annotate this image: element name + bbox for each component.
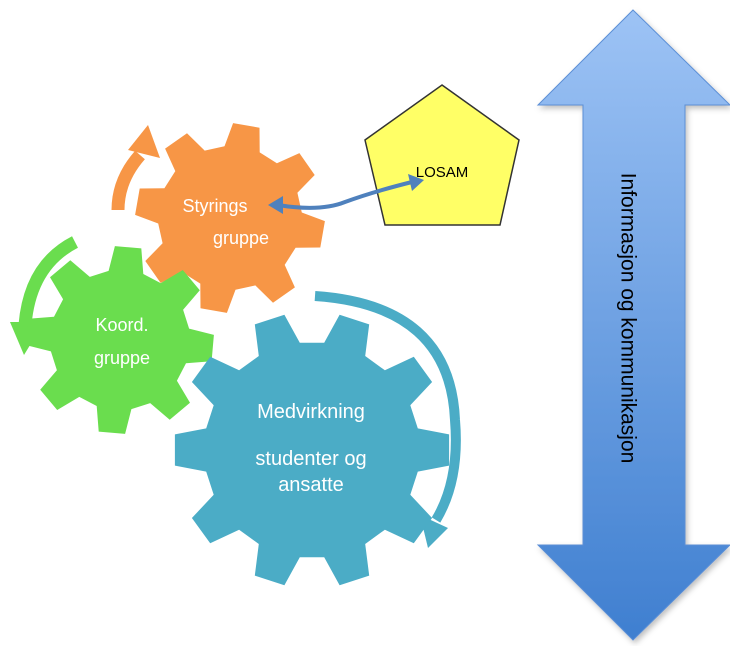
medvirkning-gear (174, 314, 450, 586)
information-double-arrow: Informasjon og kommunikasjon (536, 9, 730, 641)
teal-arc (314, 291, 461, 523)
losam-label: LOSAM (416, 164, 469, 181)
connector-left-arrowhead (268, 196, 283, 214)
styring-losam-connector (268, 174, 424, 214)
double-arrow-shape (536, 9, 730, 641)
connector-line (277, 180, 413, 210)
styrings-label-line2: gruppe (213, 228, 269, 248)
medvirkning-label-line2: studenter og (255, 448, 366, 470)
green-arc (18, 236, 79, 326)
styrings-gear-shape (135, 123, 325, 313)
orange-arc (111, 150, 145, 211)
koord-gear-shape (26, 246, 214, 434)
medvirkning-label-line3: ansatte (278, 474, 344, 496)
orange-cycle-arrow (111, 125, 160, 211)
orange-arrowhead (128, 125, 160, 158)
losam-node: LOSAM (364, 84, 520, 226)
styrings-label-line1: Styrings (182, 196, 247, 216)
medvirkning-label-line1: Medvirkning (257, 401, 365, 423)
medvirkning-gear-shape (174, 314, 450, 586)
koord-label-line2: gruppe (94, 348, 150, 368)
losam-pentagon (364, 84, 520, 226)
koord-label-line1: Koord. (95, 315, 148, 335)
koord-gruppe-gear (26, 246, 214, 434)
double-arrow-label: Informasjon og kommunikasjon (616, 173, 639, 464)
connector-right-arrowhead (408, 174, 424, 191)
styrings-gruppe-gear (135, 123, 325, 313)
